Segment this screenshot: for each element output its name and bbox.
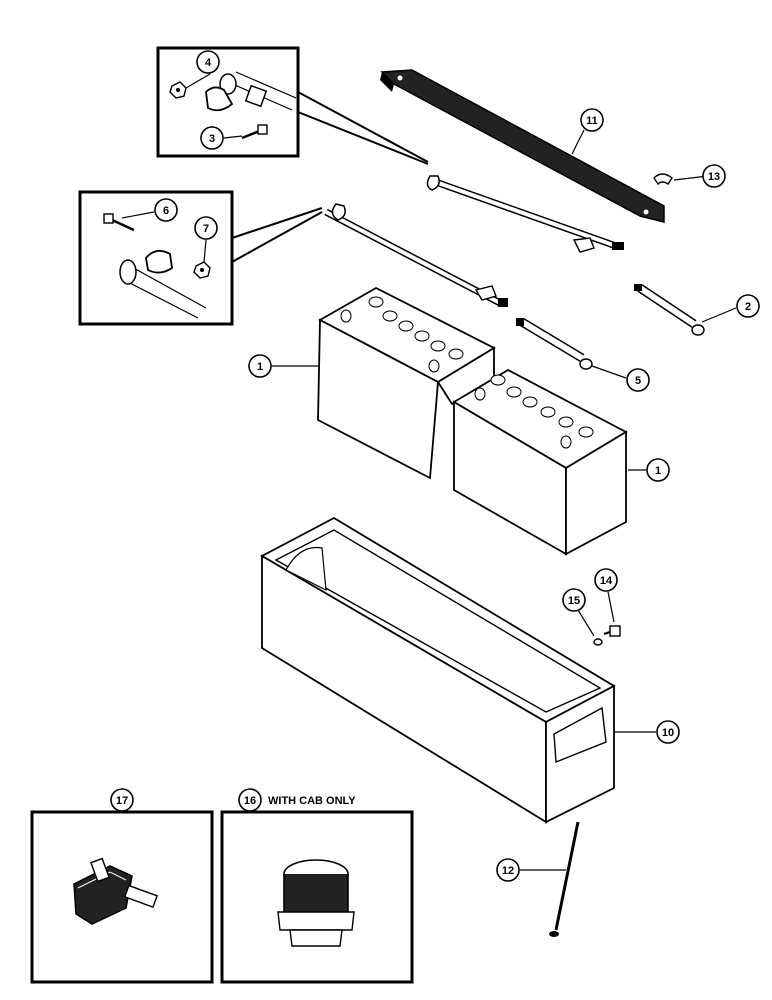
battery-cable-upper bbox=[426, 175, 624, 253]
callout-label: 17 bbox=[116, 795, 128, 807]
callout-label: 7 bbox=[203, 223, 209, 235]
callout-label: 1 bbox=[655, 465, 661, 477]
hold-down-strap bbox=[380, 69, 665, 223]
battery-box bbox=[260, 516, 616, 824]
with-cab-only-note: WITH CAB ONLY bbox=[268, 795, 356, 807]
callout-1-rear: 1 bbox=[248, 354, 272, 378]
callout-label: 15 bbox=[568, 595, 580, 607]
hold-down-bolt bbox=[549, 821, 580, 937]
callout-label: 3 bbox=[209, 133, 215, 145]
callout-5: 5 bbox=[626, 368, 650, 392]
callout-15: 15 bbox=[562, 588, 586, 612]
callout-6: 6 bbox=[154, 198, 178, 222]
callout-label: 16 bbox=[244, 795, 256, 807]
callout-14: 14 bbox=[594, 568, 618, 592]
callout-13: 13 bbox=[702, 164, 726, 188]
screw-14 bbox=[603, 625, 621, 637]
callout-label: 4 bbox=[205, 57, 212, 69]
callout-label: 13 bbox=[708, 171, 720, 183]
callout-label: 14 bbox=[600, 575, 613, 587]
callout-label: 5 bbox=[635, 375, 641, 387]
callout-16: 16 bbox=[238, 788, 262, 812]
cable-2 bbox=[634, 284, 705, 336]
cable-5 bbox=[516, 318, 593, 370]
detail-box-17 bbox=[30, 810, 214, 984]
detail-box-16 bbox=[220, 810, 414, 984]
washer-15 bbox=[593, 638, 603, 646]
battery-cable-lower bbox=[324, 203, 508, 308]
callout-7: 7 bbox=[194, 216, 218, 240]
callout-label: 12 bbox=[502, 865, 514, 877]
callout-10: 10 bbox=[656, 720, 680, 744]
callout-label: 2 bbox=[745, 301, 751, 313]
callout-12: 12 bbox=[496, 858, 520, 882]
battery-front bbox=[452, 368, 628, 556]
callout-label: 10 bbox=[662, 727, 674, 739]
detail-box-clamp-lower bbox=[78, 190, 323, 326]
callout-label: 1 bbox=[257, 361, 263, 373]
callout-1-front: 1 bbox=[646, 458, 670, 482]
callout-label: 11 bbox=[586, 115, 598, 127]
washer-13 bbox=[653, 173, 673, 186]
callout-17: 17 bbox=[110, 788, 134, 812]
callout-4: 4 bbox=[196, 50, 220, 74]
callout-11: 11 bbox=[580, 108, 604, 132]
callout-2: 2 bbox=[736, 294, 760, 318]
callout-label: 6 bbox=[163, 205, 169, 217]
callout-3: 3 bbox=[200, 126, 224, 150]
